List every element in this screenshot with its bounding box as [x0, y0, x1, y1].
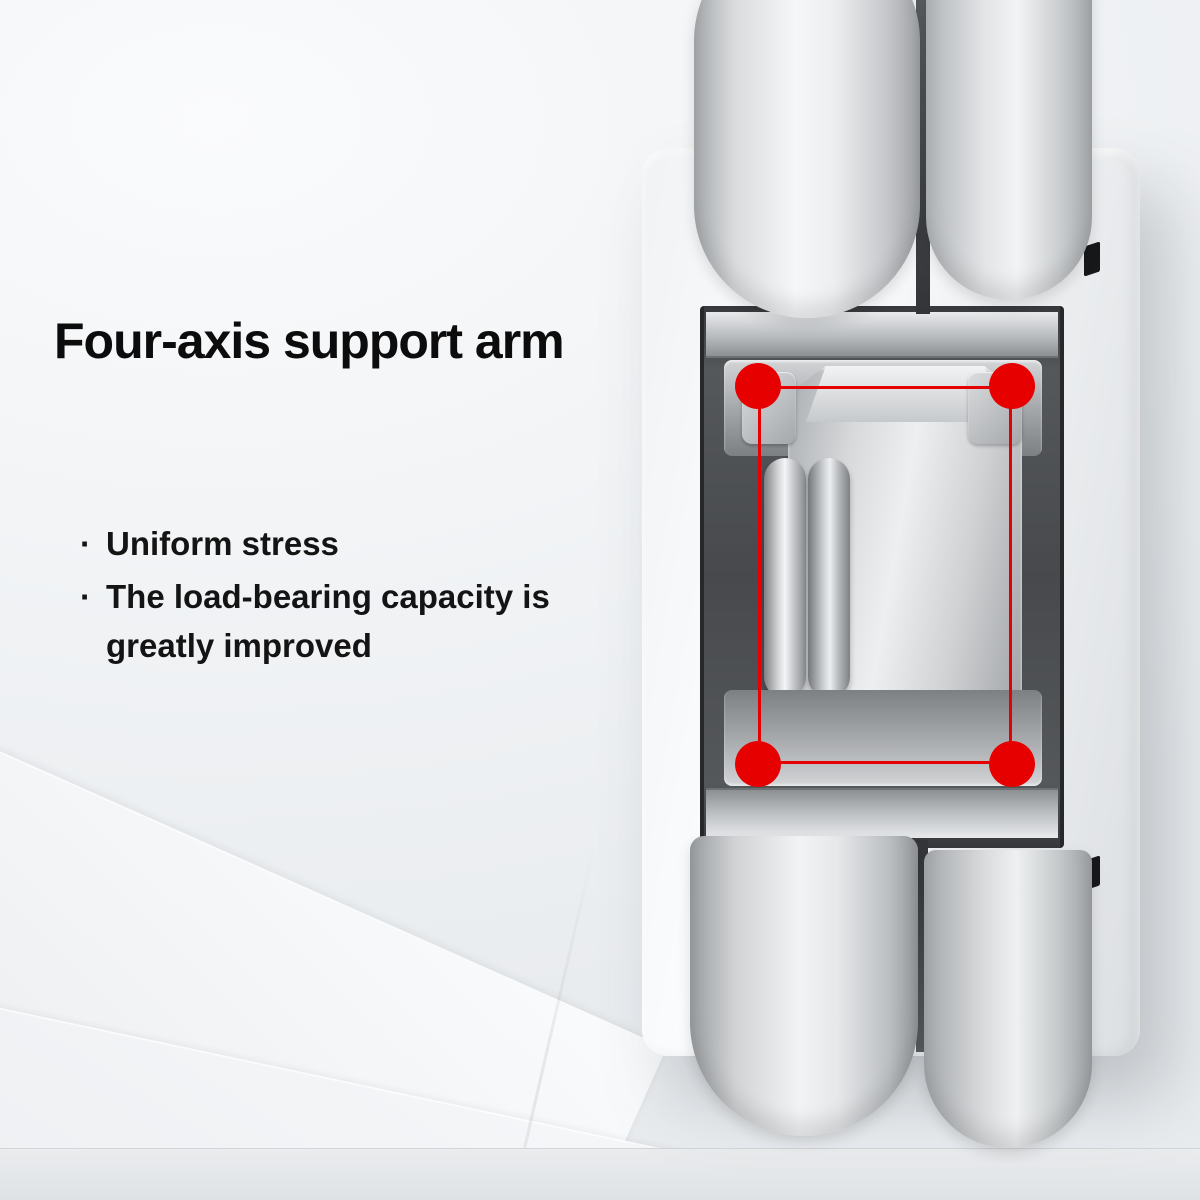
axis-dot-top-right: [989, 363, 1035, 409]
feature-item-uniform-stress: · Uniform stress: [80, 520, 558, 569]
axis-dot-top-left: [735, 363, 781, 409]
feature-text: The load-bearing capacity is greatly imp…: [106, 577, 550, 664]
feature-text: Uniform stress: [106, 525, 339, 562]
bullet-dot: ·: [80, 577, 91, 615]
hinge-arm-top-right: [926, 0, 1092, 300]
axis-dot-bottom-left: [735, 741, 781, 787]
hinge-arm-top-left: [694, 0, 920, 318]
four-axis-marker-box: [758, 386, 1012, 764]
hinge-bottom-link-plate: [706, 788, 1058, 838]
hinge-piston-left: [764, 458, 806, 698]
feature-item-load-bearing: · The load-bearing capacity is greatly i…: [80, 573, 558, 671]
hinge-arm-bottom-right: [924, 850, 1092, 1148]
hinge-arm-bottom-left: [690, 836, 918, 1136]
floor-band: [0, 1148, 1200, 1200]
hinge-top-link-plate: [706, 312, 1058, 358]
axis-dot-bottom-right: [989, 741, 1035, 787]
bullet-dot: ·: [80, 525, 91, 562]
headline: Four-axis support arm: [54, 313, 565, 369]
feature-list: · Uniform stress · The load-bearing capa…: [80, 520, 558, 674]
hinge-piston-right: [808, 458, 850, 698]
